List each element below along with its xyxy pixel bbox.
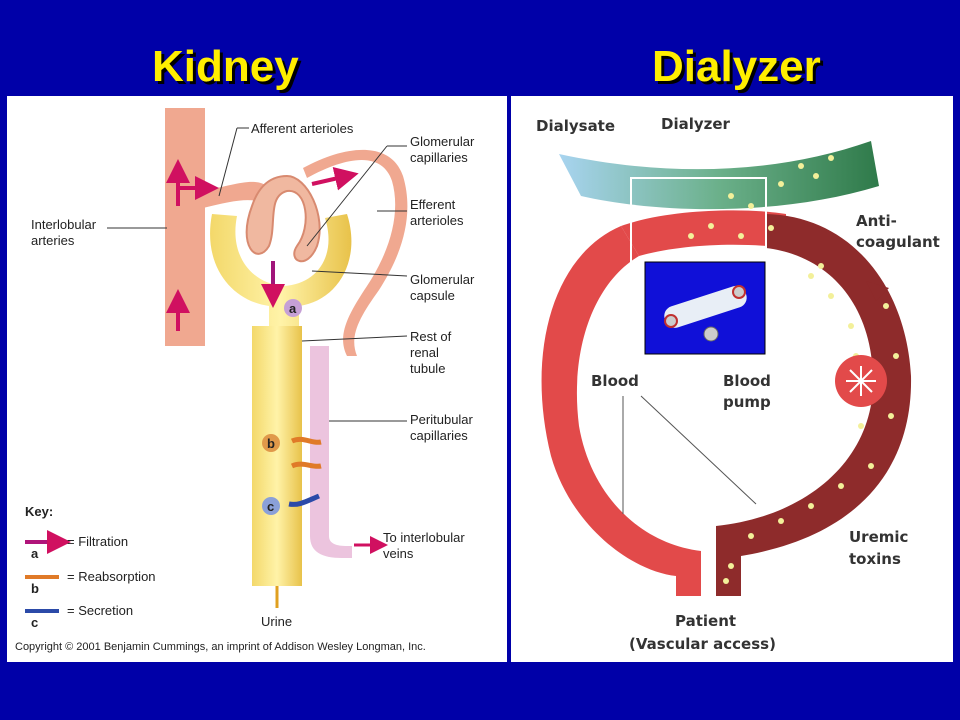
kidney-title: Kidney [152,42,299,91]
label-dialyzer: Dialyzer [661,115,731,133]
key-reabsorption-label: = Reabsorption [67,569,156,584]
pump-rotor-icon [846,366,876,396]
label-rest-3: tubule [410,361,445,376]
label-glomerular-cap-1: Glomerular [410,134,475,149]
label-rest-2: renal [410,345,439,360]
efferent-arteriole [303,149,408,356]
label-afferent: Afferent arterioles [251,121,354,136]
arterial-line-top [621,210,786,256]
key-secretion-letter: c [31,615,38,630]
marker-b-label: b [267,436,275,451]
label-peri-2: capillaries [410,428,468,443]
label-patient: Patient [675,612,736,630]
label-efferent-2: arterioles [410,213,464,228]
marker-c-label: c [267,499,274,514]
marker-c [262,497,280,515]
label-pump-2: pump [723,393,771,411]
dialyzer-cartridge-icon [664,285,747,342]
key-secretion: = Secretion c [25,603,133,630]
label-interlobular-1: Interlobular [31,217,97,232]
label-blood: Blood [591,372,639,390]
marker-b [262,434,280,452]
label-vascular-access: (Vascular access) [629,635,776,653]
label-glomerular-cap-2: capillaries [410,150,468,165]
afferent-arteriole [203,181,269,208]
key-filtration-letter: a [31,546,39,561]
key-reabsorption-letter: b [31,581,39,596]
peritubular-capillaries [310,346,352,558]
venous-line [716,214,912,596]
label-uremic-1: Uremic [849,528,908,546]
marker-a-label: a [289,301,297,316]
reabsorption-arrow-2 [290,461,322,469]
efferent-flow-arrow [311,166,359,191]
label-capsule-1: Glomerular [410,272,475,287]
label-capsule-2: capsule [410,288,455,303]
label-pump-1: Blood [723,372,771,390]
dialyzer-leader-lines [622,395,757,514]
secretion-arrow [288,493,320,507]
glomerular-capsule [210,214,352,328]
label-anti-2: coagulant [856,233,940,251]
interlobular-artery [165,108,205,346]
key-title: Key: [25,504,53,519]
label-anti-1: Anti- [856,212,897,230]
key-secretion-label: = Secretion [67,603,133,618]
label-urine: Urine [261,614,292,629]
label-veins-1: To interlobular [383,530,465,545]
reabsorption-arrow-1 [290,436,322,445]
label-efferent-1: Efferent [410,197,456,212]
glomerular-capillaries [245,174,321,263]
dialysis-circuit: Dialysate Dialyzer Anti- coagulant Blood… [536,115,940,653]
kidney-diagram: a b c Afferent arterioles Glomerular cap… [7,96,507,662]
anticoagulant-inlet [866,281,889,301]
key-filtration: = Filtration a [25,530,128,561]
dialyzer-title: Dialyzer [652,42,821,91]
key-reabsorption: = Reabsorption b [25,569,156,596]
label-veins-2: veins [383,546,414,561]
label-dialysate: Dialysate [536,117,615,135]
label-rest-1: Rest of [410,329,452,344]
label-peri-1: Peritubular [410,412,474,427]
uremic-toxin-dots [688,155,899,584]
copyright-text: Copyright © 2001 Benjamin Cummings, an i… [15,641,426,653]
label-uremic-2: toxins [849,550,901,568]
arterial-line [541,226,701,596]
dialysate-flow [559,141,879,210]
label-interlobular-2: arteries [31,233,75,248]
marker-a [284,299,302,317]
renal-tubule [252,326,302,586]
key-filtration-label: = Filtration [67,534,128,549]
nephron-illustration: a b c Afferent arterioles Glomerular cap… [15,108,475,653]
leader-lines [107,127,408,422]
dialyzer-diagram: Dialysate Dialyzer Anti- coagulant Blood… [511,96,953,662]
